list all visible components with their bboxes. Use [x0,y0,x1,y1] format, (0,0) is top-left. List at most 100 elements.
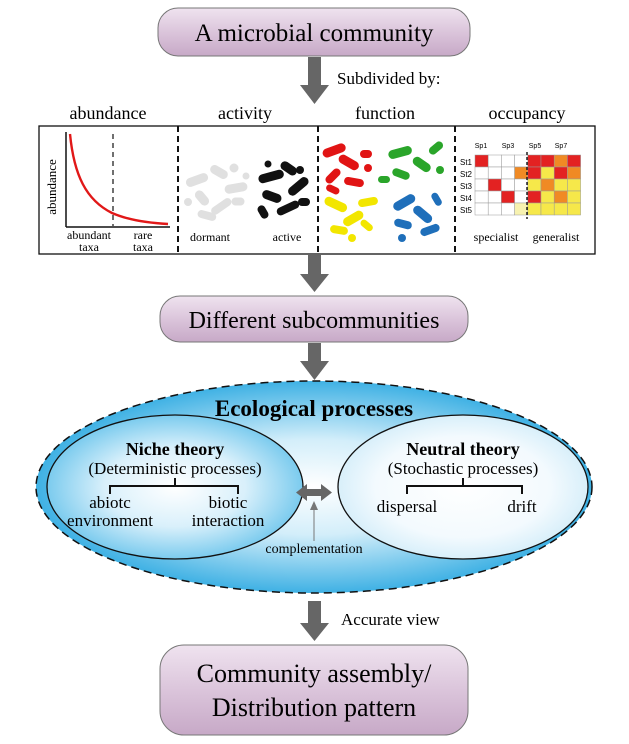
niche-title: Niche theory [126,439,224,459]
occupancy-row-header: St1 [460,158,473,167]
occupancy-panel: Sp1 Sp3 Sp5 Sp7 St1 St2 St3 St4 St5 spec… [460,143,581,244]
occupancy-cell [501,190,515,204]
occupancy-cell [540,202,555,216]
occupancy-cell [514,178,529,192]
subdivided-label: Subdivided by: [337,69,440,88]
ecological-processes-ellipse: Ecological processes Niche theory (Deter… [35,380,593,594]
top-box: A microbial community [157,7,471,57]
occupancy-cell [487,190,502,204]
occupancy-cell [527,154,542,168]
middle-box: Different subcommunities [159,295,469,343]
occupancy-row-headers: St1 St2 St3 St4 St5 [460,158,473,215]
niche-leaf-biotic-2: interaction [192,511,265,530]
occupancy-cell [474,202,489,216]
occupancy-row-header: St2 [460,170,473,179]
occupancy-cell [474,178,489,192]
bottom-box: Community assembly/ Distribution pattern [159,644,469,736]
niche-leaf-abiotic-2: environment [67,511,153,530]
blue-cells [393,192,442,242]
function-panel [322,141,444,242]
specialist-label: specialist [474,230,519,244]
occupancy-col-header: Sp3 [502,143,515,150]
active-cells [257,160,310,219]
occupancy-cell [540,154,555,168]
dormant-cells [184,163,250,221]
occupancy-cell [487,178,502,192]
occupancy-col-header: Sp5 [529,143,542,150]
arrow-down-1 [300,57,329,104]
neutral-title: Neutral theory [406,439,519,459]
abundance-panel: abundance abundant taxa rare taxa [44,132,170,254]
occupancy-cell [474,190,489,204]
neutral-leaf-dispersal: dispersal [377,497,438,516]
occupancy-cell [540,166,555,180]
occupancy-cell [527,178,542,192]
occupancy-cell [567,202,581,216]
occupancy-row-header: St5 [460,206,473,215]
occupancy-col-header: Sp1 [475,143,488,150]
abundant-label-1: abundant [67,228,112,242]
occupancy-row-header: St3 [460,182,473,191]
panel-title-activity: activity [218,103,272,123]
occupancy-cell [474,154,489,168]
top-box-label: A microbial community [195,20,434,47]
niche-leaf-biotic-1: biotic [209,493,248,512]
occupancy-cell [540,190,555,204]
red-cells [322,143,372,195]
double-arrow-icon [296,484,332,501]
niche-leaf-abiotic-1: abiotc [89,493,131,512]
abundant-label-2: taxa [79,240,100,254]
neutral-leaf-drift: drift [507,497,537,516]
occupancy-cell [553,202,568,216]
occupancy-cell [527,190,542,204]
occupancy-cell [514,154,529,168]
occupancy-cell [487,154,502,168]
panel-title-function: function [355,103,415,123]
occupancy-col-headers: Sp1 Sp3 Sp5 Sp7 [475,143,568,150]
occupancy-cell [527,166,542,180]
occupancy-cell [514,166,529,180]
complementation-label: complementation [265,542,362,557]
occupancy-cell [567,154,581,168]
occupancy-cell [553,166,568,180]
occupancy-cell [487,166,502,180]
occupancy-cell [540,178,555,192]
accurate-view-label: Accurate view [341,610,440,629]
occupancy-cell [553,178,568,192]
arrow-down-2 [300,255,329,292]
middle-box-label: Different subcommunities [189,308,440,334]
ecological-title: Ecological processes [215,396,413,421]
activity-panel: dormant active [184,160,310,244]
occupancy-cell [501,178,515,192]
occupancy-cell [553,154,568,168]
occupancy-row-header: St4 [460,194,473,203]
arrow-down-3 [300,343,329,380]
abundance-ylabel: abundance [44,159,59,215]
arrow-down-4 [300,601,329,641]
yellow-cells [324,196,378,242]
niche-tree-connector [109,478,239,494]
rare-label-1: rare [134,228,153,242]
occupancy-cell [514,190,529,204]
panel-title-occupancy: occupancy [489,103,566,123]
occupancy-cell [487,202,502,216]
niche-subtitle: (Deterministic processes) [88,459,261,478]
green-cells [378,141,444,183]
active-label: active [273,230,302,244]
bottom-box-line-2: Distribution pattern [212,693,416,722]
dormant-label: dormant [190,230,231,244]
occupancy-cell [501,202,515,216]
occupancy-cell [501,154,515,168]
occupancy-cell [553,190,568,204]
occupancy-cell [501,166,515,180]
complementation-pointer-head [310,501,318,510]
rank-abundance-curve [68,133,169,226]
occupancy-grid [474,154,581,216]
occupancy-cell [567,178,581,192]
occupancy-cell [567,166,581,180]
occupancy-cell [514,202,529,216]
rare-label-2: taxa [133,240,154,254]
neutral-tree-connector [406,478,523,494]
neutral-subtitle: (Stochastic processes) [388,459,539,478]
